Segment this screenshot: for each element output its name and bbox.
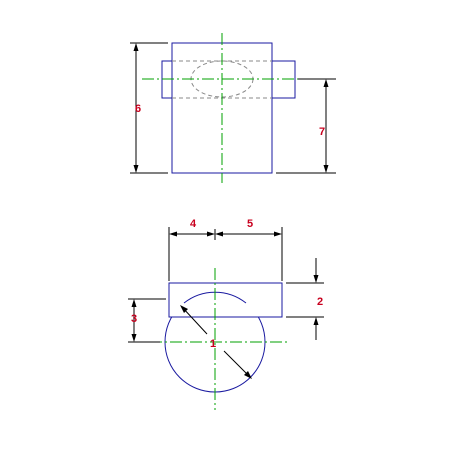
dimension-left-offset — [128, 298, 166, 343]
dimension-widths — [168, 227, 283, 281]
label-lug-height: 7 — [319, 126, 325, 138]
dimension-body-height — [130, 42, 168, 174]
front-view — [130, 33, 336, 183]
label-right-offset: 2 — [317, 296, 323, 308]
label-right-width: 5 — [247, 218, 253, 230]
top-view — [128, 227, 324, 410]
label-left-width: 4 — [190, 218, 197, 230]
dimension-lug-height — [276, 78, 336, 174]
dimension-right-offset — [286, 258, 324, 340]
label-left-offset: 3 — [131, 313, 137, 325]
front-lug-right-outline — [272, 60, 296, 99]
label-body-height: 6 — [135, 103, 141, 115]
label-diameter: 1 — [210, 338, 216, 350]
dimension-diameter — [180, 305, 252, 379]
